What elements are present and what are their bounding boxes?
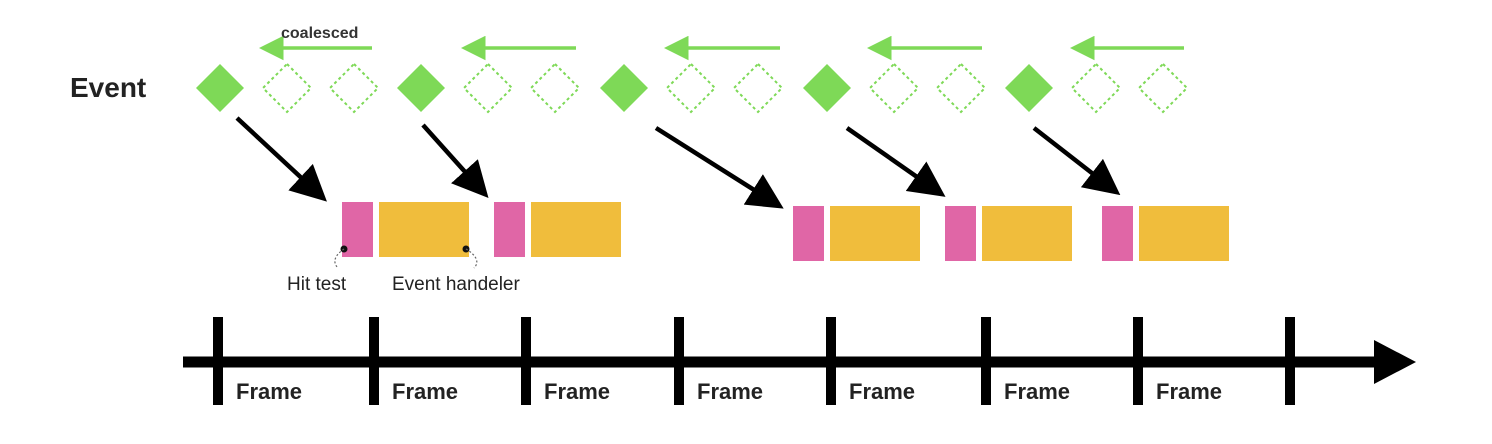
frame-label-7: Frame <box>1156 379 1222 404</box>
frame-boundary-tick-1 <box>213 317 223 405</box>
frame-boundary-tick-8 <box>1285 317 1295 405</box>
coalesced-event-diamond-4-2 <box>935 62 987 114</box>
hit-test-callout: Hit test <box>287 245 348 295</box>
event-handler-block-2 <box>531 202 621 257</box>
frame-boundary-tick-3 <box>521 317 531 405</box>
coalesced-event-diamond-1-1 <box>261 62 313 114</box>
frame-boundary-tick-2 <box>369 317 379 405</box>
frame-label-4: Frame <box>697 379 763 404</box>
event-markers <box>196 62 1189 114</box>
coalesced-label: coalesced <box>281 25 358 42</box>
frame-boundary-tick-6 <box>981 317 991 405</box>
frame-label-2: Frame <box>392 379 458 404</box>
processing-blocks <box>342 202 1229 261</box>
dispatch-arrow-3 <box>654 126 784 209</box>
dispatch-arrow-1 <box>235 116 327 202</box>
event-diamond-1 <box>196 64 244 112</box>
coalesced-event-diamond-5-2 <box>1137 62 1189 114</box>
coalesced-event-diamond-3-2 <box>732 62 784 114</box>
coalesced-event-diamond-5-1 <box>1070 62 1122 114</box>
event-handler-label: Event handeler <box>392 274 520 295</box>
dispatch-arrow-4 <box>845 126 946 197</box>
coalesced-event-diamond-3-1 <box>665 62 717 114</box>
frame-boundary-tick-7 <box>1133 317 1143 405</box>
hit-test-leader <box>334 248 345 269</box>
hit-test-block-2 <box>494 202 525 257</box>
frame-label-5: Frame <box>849 379 915 404</box>
frame-label-3: Frame <box>544 379 610 404</box>
event-diamond-3 <box>600 64 648 112</box>
event-handler-block-5 <box>1139 206 1229 261</box>
event-handler-callout: Event handeler <box>392 245 520 295</box>
timeline: Frame Frame Frame Frame Frame Frame Frame <box>183 317 1416 405</box>
timeline-ticks <box>213 317 1295 405</box>
event-handler-leader <box>465 248 478 269</box>
timeline-arrowhead <box>1374 340 1416 384</box>
event-handler-block-1 <box>379 202 469 257</box>
frame-label-1: Frame <box>236 379 302 404</box>
event-diamond-2 <box>397 64 445 112</box>
hit-test-label: Hit test <box>287 274 347 295</box>
dispatch-arrow-5 <box>1032 126 1121 196</box>
hit-test-block-5 <box>1102 206 1133 261</box>
event-handler-block-4 <box>982 206 1072 261</box>
dispatch-arrows <box>235 116 1121 209</box>
frame-label-6: Frame <box>1004 379 1070 404</box>
hit-test-block-4 <box>945 206 976 261</box>
event-handler-block-3 <box>830 206 920 261</box>
coalesced-event-diamond-2-1 <box>462 62 514 114</box>
frame-labels: Frame Frame Frame Frame Frame Frame Frame <box>236 379 1222 404</box>
coalesced-event-diamond-4-1 <box>868 62 920 114</box>
frame-boundary-tick-5 <box>826 317 836 405</box>
dispatch-arrow-2 <box>421 123 489 199</box>
coalesced-event-diamond-1-2 <box>328 62 380 114</box>
frame-boundary-tick-4 <box>674 317 684 405</box>
hit-test-block-3 <box>793 206 824 261</box>
event-row-label: Event <box>70 72 146 103</box>
event-diamond-4 <box>803 64 851 112</box>
coalesced-event-diamond-2-2 <box>529 62 581 114</box>
event-diamond-5 <box>1005 64 1053 112</box>
